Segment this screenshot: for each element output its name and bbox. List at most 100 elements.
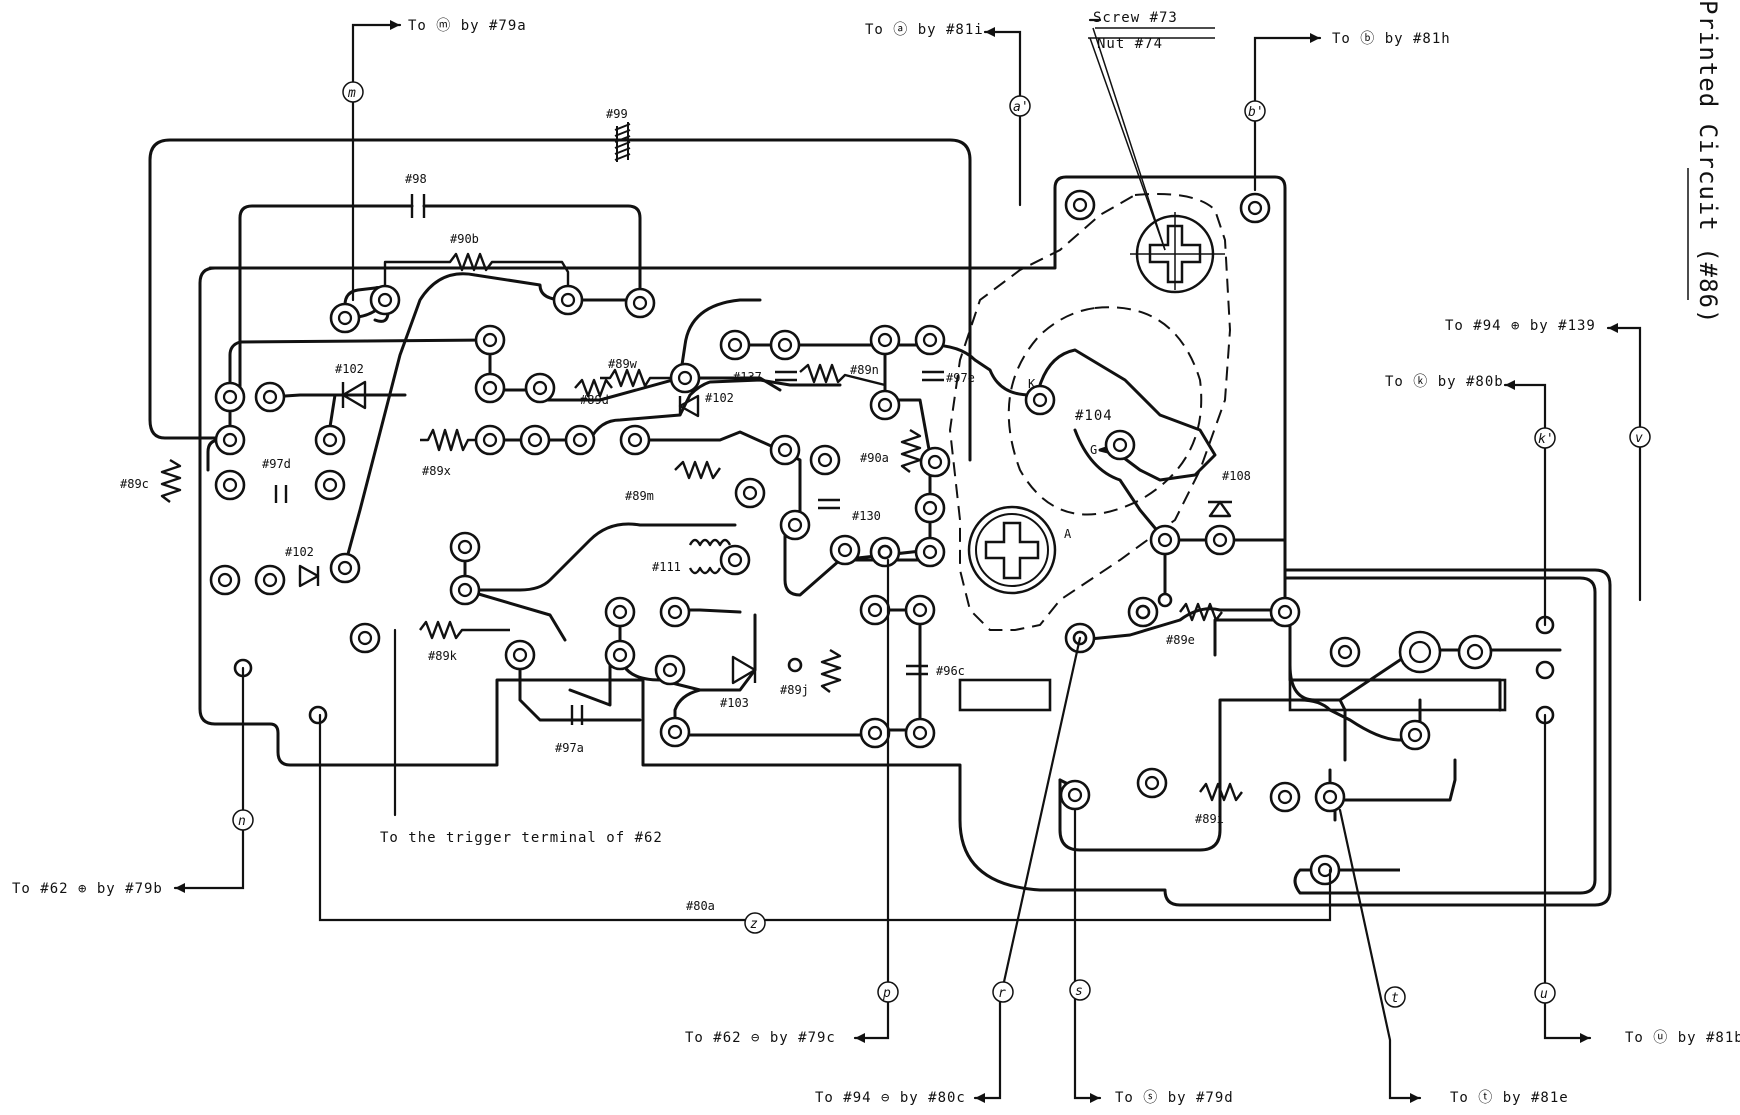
r89w-label: #89w [608,357,638,371]
c98-label: #98 [405,172,427,186]
c99-label: #99 [606,107,628,121]
r89n-label: #89n [850,363,879,377]
r89w-body [600,368,680,388]
r90a-label: #90a [860,451,889,465]
r89m-label: #89m [625,489,654,503]
r89m-body [674,460,721,480]
r90b-label: #90b [450,232,479,246]
c97a-label: #97a [555,741,584,755]
conn-label-a: To ⓐ by #81i [865,22,984,38]
r89c-label: #89c [120,477,149,491]
r89e-body [1179,602,1223,622]
d102a [341,380,367,410]
conn-label-p: To #62 ⊖ by #79c [685,1030,836,1046]
board-outline [198,175,1612,907]
lower-right-terminal-block [958,638,1507,712]
conn-label-m: To ⓜ by #79a [408,18,527,34]
nut-74-label: Nut #74 [1097,36,1163,52]
dashed-tube-outline [1007,306,1203,516]
svg-text:v: v [1635,431,1643,446]
d108-label: #108 [1222,469,1251,483]
r90b-body [383,252,570,300]
conn-label-v: To #94 ⊕ by #139 [1445,318,1596,334]
r89j-label: #89j [780,683,809,697]
screw-73 [1130,212,1225,294]
dashed-bracket-outline [948,193,1232,631]
c97d-label: #97d [262,457,291,471]
top-loop-trace [148,138,972,462]
c137 [775,370,797,382]
conn-label-s: To ⓢ by #79d [1115,1090,1234,1106]
c97e [922,370,944,382]
d108 [1208,500,1232,518]
pin-k-label: K [1028,377,1036,391]
d102b [678,394,700,418]
wire-marker-s: s [1069,979,1091,1001]
c97e-label: #97e [946,371,975,385]
r89x-label: #89x [422,464,451,478]
l111-coil [688,538,732,575]
external-wires [173,18,1642,1100]
trigger-note: To the trigger terminal of #62 [380,830,663,846]
pads-group [209,189,1555,886]
r89x-body [420,428,490,452]
wire-marker-u: u [1534,982,1556,1004]
screw-a [967,505,1057,595]
svg-text:m: m [347,86,356,101]
wire-80a-label: #80a [686,899,715,913]
c130 [818,498,840,510]
conn-label-b: To ⓑ by #81h [1332,31,1451,47]
pin-g-label: G [1090,443,1097,457]
d102c-label: #102 [285,545,314,559]
board-inner-outline [1285,576,1597,895]
r89k-body [419,620,510,640]
wire-marker-p: p [877,981,899,1003]
c96c-label: #96c [936,664,965,678]
c96c [906,664,928,676]
svg-text:s: s [1075,984,1083,999]
d102b-label: #102 [705,391,734,405]
d103-label: #103 [720,696,749,710]
l111-label: #111 [652,560,681,574]
c97d [274,485,288,503]
copper-traces [206,272,1562,852]
d102a-label: #102 [335,362,364,376]
conn-label-t: To ⓣ by #81e [1450,1090,1569,1106]
arrowheads [175,20,1618,1103]
wire-marker-m: m [342,81,364,103]
screw-73-label: Screw #73 [1093,10,1178,26]
r89i-body [1199,782,1243,802]
r89e-label: #89e [1166,633,1195,647]
conn-label-k: To ⓚ by #80b [1385,374,1504,390]
conn-label-u: To ⓤ by #81b [1625,1030,1740,1046]
svg-text:n: n [238,814,246,829]
wire-marker-t: t [1384,986,1406,1008]
svg-text:u: u [1540,987,1548,1002]
svg-text:p: p [882,986,891,1001]
svg-text:a': a' [1013,100,1029,115]
r89j-body [820,648,842,693]
diagram-title: Printed Circuit (#86) [1694,0,1722,324]
wire-marker-v: v [1629,426,1651,448]
pin-a-label: A [1064,527,1072,541]
wire-marker-n: n [232,809,254,831]
r89i-label: #89i [1195,812,1224,826]
d102c [298,564,320,588]
r89d-label: #89d [580,393,609,407]
r89d-body [574,378,613,398]
svg-text:t: t [1391,991,1399,1006]
svg-text:z: z [750,917,758,932]
c97a [570,705,584,725]
conn-label-r: To #94 ⊖ by #80c [815,1090,966,1106]
r90a-body [900,428,922,473]
wire-marker-z: z [744,912,766,934]
conn-label-n: To #62 ⊕ by #79b [12,881,163,897]
c137-label: #137 [733,370,762,384]
wire-marker-b: b' [1244,100,1266,122]
c99-hatch [614,122,631,162]
svg-text:b': b' [1248,105,1264,120]
tube-104-label: #104 [1075,408,1113,424]
c130-label: #130 [852,509,881,523]
r89c-body [160,458,182,503]
